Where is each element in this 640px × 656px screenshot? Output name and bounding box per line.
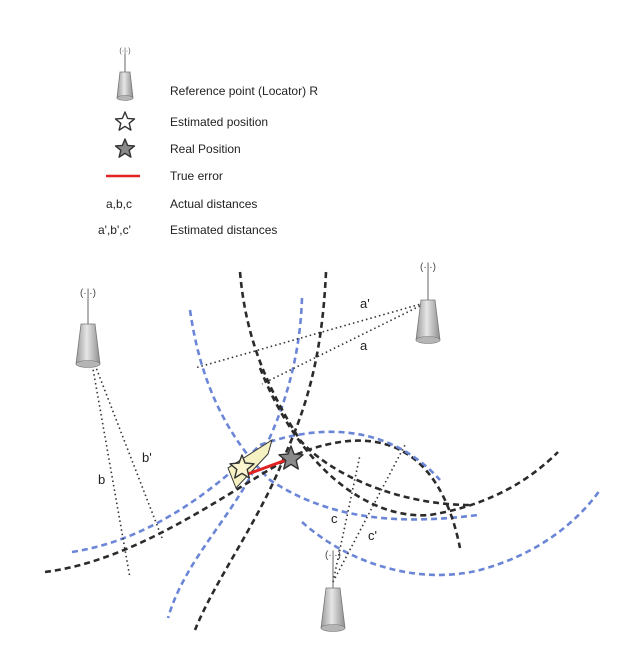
legend-estimated-symbol: a',b',c' [98,223,131,237]
label-a-prime: a' [360,296,370,311]
line-a-prime [194,301,429,369]
locator-bottom-icon: (·|·) [320,550,346,632]
arc-actual-c [44,439,462,574]
estimated-position-star [229,454,255,479]
legend-reference-point-label: Reference point (Locator) R [170,84,318,98]
legend-locator-icon: (·|·) [116,48,134,101]
real-position-star [278,445,304,470]
label-b-prime: b' [142,450,152,465]
true-error-line [247,458,287,476]
svg-text:(·|·): (·|·) [119,48,130,55]
locator-left-icon: (·|·) [75,288,101,368]
legend-actual-label: Actual distances [170,197,257,211]
svg-text:(·|·): (·|·) [325,550,341,561]
svg-text:(·|·): (·|·) [420,262,436,273]
label-c: c [331,511,338,526]
line-a [261,301,429,385]
line-c [332,454,361,583]
arc-estimated-outer [301,489,602,577]
label-a: a [360,338,368,353]
arc-actual-a [193,271,328,631]
legend-real-position-label: Real Position [170,142,241,156]
line-b [89,351,131,579]
arc-actual-outer [258,367,559,517]
legend-actual-symbol: a,b,c [106,197,132,211]
arc-estimated-c [71,430,441,554]
line-c-prime [332,444,406,583]
legend-real-star-icon [114,138,136,158]
label-b: b [98,472,105,487]
legend-estimated-star-icon [114,111,136,131]
legend-true-error-label: True error [170,169,223,183]
arc-estimated-b [188,309,479,521]
svg-text:(·|·): (·|·) [80,288,96,299]
distance-lines [89,301,429,583]
range-arcs [44,271,602,631]
label-c-prime: c' [368,528,377,543]
line-b-prime [89,351,163,539]
legend-estimated-label: Estimated distances [170,223,277,237]
locator-right-icon: (·|·) [415,262,441,344]
legend-estimated-position-label: Estimated position [170,115,268,129]
legend: (·|·) Reference point (Locator) R Estima… [98,48,318,237]
